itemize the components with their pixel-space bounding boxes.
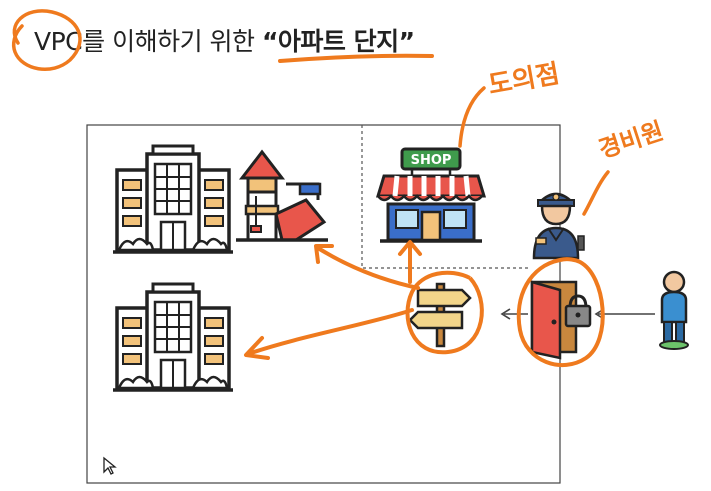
locked-door-icon bbox=[530, 280, 592, 360]
route-to-apartment-arrow bbox=[244, 308, 414, 360]
title-vpc-circle bbox=[11, 9, 82, 71]
annotation-convenience-store: 도의점 bbox=[486, 59, 562, 101]
guard-annotation-line bbox=[582, 170, 610, 216]
signpost-icon bbox=[408, 282, 472, 348]
mouse-cursor-icon bbox=[103, 456, 117, 475]
title-text: 를 이해하기 위한 bbox=[82, 27, 262, 56]
apartment-building-icon bbox=[111, 144, 235, 254]
door-circle bbox=[516, 257, 605, 368]
signpost-circle bbox=[405, 270, 484, 355]
shop-annotation-line bbox=[458, 86, 486, 148]
annotation-security-guard: 경비원 bbox=[595, 117, 667, 164]
playground-slide-icon bbox=[236, 149, 328, 242]
person-icon bbox=[659, 270, 689, 350]
route-to-shop-arrow bbox=[398, 240, 422, 284]
apartment-building-icon bbox=[111, 282, 235, 392]
title-vpc: VPC bbox=[34, 27, 83, 56]
title-underline bbox=[278, 53, 434, 63]
shop-store-icon: SHOP bbox=[375, 147, 487, 243]
shop-sign-text: SHOP bbox=[411, 153, 452, 168]
security-guard-icon bbox=[532, 192, 585, 260]
door-to-signpost-arrow bbox=[500, 308, 528, 320]
shop-zone-boundary bbox=[361, 125, 530, 269]
slide-title: VPC를 이해하기 위한 “아파트 단지” bbox=[34, 22, 415, 58]
title-emphasis: “아파트 단지” bbox=[261, 27, 415, 56]
route-to-playground-arrow bbox=[314, 244, 420, 290]
entry-arrow bbox=[594, 308, 655, 320]
